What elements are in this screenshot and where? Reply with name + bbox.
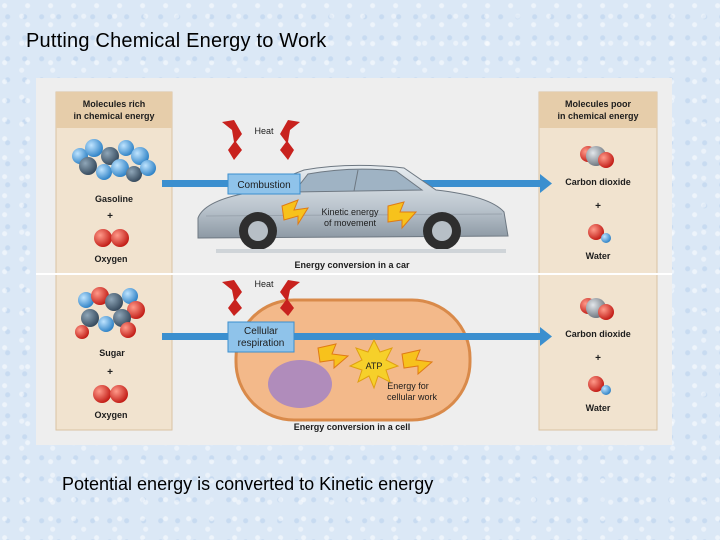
- energy-bolt-icon: [281, 199, 418, 230]
- energy-bolt-icon: [317, 343, 434, 376]
- right-panel-header: [539, 92, 657, 128]
- slide-caption: Potential energy is converted to Kinetic…: [62, 474, 434, 494]
- left-header-line1: Molecules rich: [83, 99, 146, 109]
- car-caption: Energy conversion in a car: [294, 260, 410, 270]
- water-molecule-bottom: [588, 376, 611, 395]
- heat-icon: [222, 120, 300, 160]
- cellular-label-line2: respiration: [238, 338, 285, 349]
- atp-burst-icon: [348, 338, 400, 390]
- combustion-label: Combustion: [237, 180, 290, 191]
- energy-conversion-figure: Molecules rich in chemical energy Molecu…: [36, 78, 672, 445]
- kinetic-label-line1: Kinetic energy: [321, 207, 379, 217]
- combustion-box: [227, 173, 301, 195]
- oxygen-molecule-top: [94, 229, 129, 247]
- plus-sign-top-right: +: [595, 201, 601, 212]
- heat-label-top: Heat: [254, 126, 274, 136]
- oxygen-molecule-bottom: [93, 385, 128, 403]
- heat-icon: [222, 280, 300, 316]
- right-header-line1: Molecules poor: [565, 99, 632, 109]
- oxygen-label-top: Oxygen: [94, 254, 127, 264]
- carbon-dioxide-label-bottom: Carbon dioxide: [565, 329, 631, 339]
- water-label-top: Water: [586, 251, 611, 261]
- kinetic-label-line2: of movement: [324, 218, 377, 228]
- water-molecule-top: [588, 224, 611, 243]
- right-header-line2: in chemical energy: [557, 111, 638, 121]
- plus-sign-bottom-right: +: [595, 353, 601, 364]
- carbon-dioxide-label-top: Carbon dioxide: [565, 177, 631, 187]
- left-panel-header: [56, 92, 172, 128]
- gasoline-molecule: [72, 139, 156, 182]
- cellular-respiration-box: [227, 321, 295, 353]
- gasoline-label: Gasoline: [95, 194, 133, 204]
- carbon-dioxide-molecule-top: [580, 146, 614, 168]
- heat-label-bottom: Heat: [254, 279, 274, 289]
- arrow-bottom: [162, 327, 552, 346]
- water-label-bottom: Water: [586, 403, 611, 413]
- left-header-line2: in chemical energy: [73, 111, 154, 121]
- plus-sign-top-left: +: [107, 211, 113, 222]
- slide-title: Putting Chemical Energy to Work: [26, 30, 327, 52]
- atp-label: ATP: [366, 361, 383, 371]
- energy-for-line2: cellular work: [387, 392, 438, 402]
- cell-image: [234, 298, 472, 422]
- cellular-label-line1: Cellular: [244, 326, 279, 337]
- cell-caption: Energy conversion in a cell: [294, 422, 411, 432]
- sugar-molecule: [75, 287, 145, 339]
- sugar-label: Sugar: [99, 348, 125, 358]
- oxygen-label-bottom: Oxygen: [94, 410, 127, 420]
- energy-for-line1: Energy for: [387, 381, 429, 391]
- plus-sign-bottom-left: +: [107, 367, 113, 378]
- carbon-dioxide-molecule-bottom: [580, 298, 614, 320]
